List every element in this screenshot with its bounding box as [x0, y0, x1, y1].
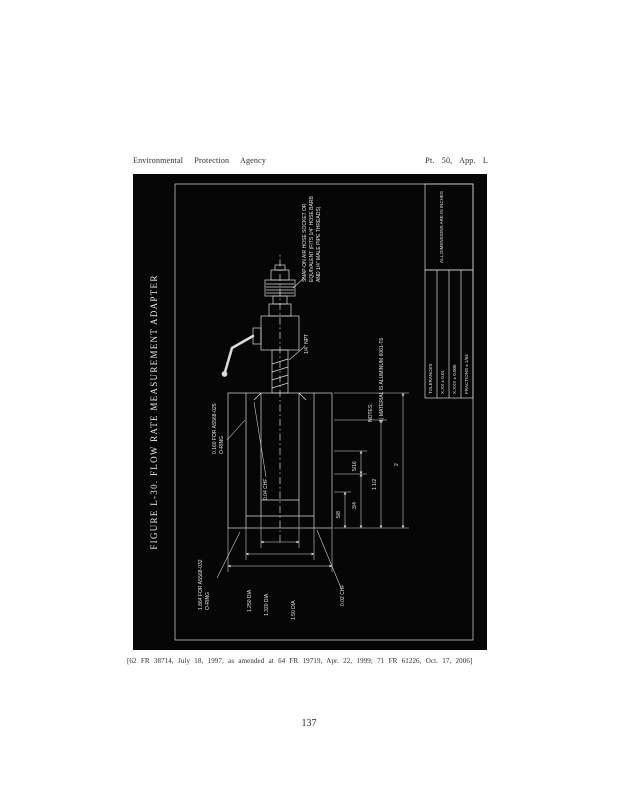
page-number: 137	[301, 718, 317, 729]
header-agency: Environmental Protection Agency	[133, 156, 267, 165]
socket-label-line3: AND 1/4" MALE PIPE THREADS)	[316, 206, 322, 282]
notes-heading: NOTES:	[368, 403, 374, 422]
titleblock-tolerances: TOLERANCES	[428, 363, 433, 394]
oring-a-label-line2: O-RING	[219, 435, 225, 454]
technical-drawing: FIGURE L-30. FLOW RATE MEASUREMENT ADAPT…	[133, 174, 487, 650]
titleblock-tol-frac: FRACTIONS ± 1/64	[464, 354, 469, 394]
npt-label: 1/4" NPT	[304, 333, 310, 354]
threaded-stem	[271, 349, 289, 394]
title-block-outline	[424, 183, 474, 399]
sheet-border	[174, 183, 474, 641]
header-part-reference: Pt. 50, App. L	[425, 156, 488, 165]
dim-3-4: 3/4	[352, 502, 358, 509]
dim-5-16: 5/16	[352, 461, 358, 471]
oring-a-label-line1: 0.160 FOR AS568-025	[212, 403, 218, 454]
dim-dia-1320: 1.320 DIA	[264, 593, 270, 616]
leader-lines	[216, 277, 342, 589]
dim-1-1-2: 1 1/2	[372, 478, 378, 490]
dim-dia-1250: 1.250 DIA	[247, 589, 253, 612]
running-header: Environmental Protection Agency Pt. 50, …	[133, 156, 488, 165]
dim-2: 2	[394, 463, 400, 466]
titleblock-units: ALL DIMENSIONS ARE IN INCHES	[439, 191, 444, 263]
oring-b-label-line1: 1.864 FOR AS568-032	[198, 559, 204, 610]
federal-register-citation: [62 FR 38714, July 18, 1997, as amended …	[127, 657, 473, 665]
chamfer-b-label: 0.02 CHF	[340, 584, 346, 606]
notes-material: 1) MATERIAL IS ALUMINUM 6061-T6	[379, 337, 385, 422]
oring-b-label-line2: O-RING	[205, 591, 211, 610]
titleblock-tol-xxx: X.XXX ± 0.005	[452, 364, 457, 395]
chamfer-a-label: 0.04 CHF	[263, 478, 269, 500]
valve-assembly	[221, 315, 300, 377]
dim-5-8: 5/8	[336, 511, 342, 518]
length-dimensions	[334, 392, 409, 529]
socket-label-line1: SNAP-ON AIR HOSE SOCKET OR	[302, 203, 308, 282]
figure-title: FIGURE L-30. FLOW RATE MEASUREMENT ADAPT…	[149, 274, 159, 550]
hose-socket-fittings	[264, 264, 296, 317]
socket-label-line2: EQUIVALENT (FITS 1/4" HOSE BARB	[309, 196, 315, 282]
drawing-linework	[174, 183, 474, 641]
figure-plate: FIGURE L-30. FLOW RATE MEASUREMENT ADAPT…	[133, 174, 487, 650]
titleblock-tol-xx: X.XX ± 0.01	[440, 370, 445, 394]
diameter-dimensions	[227, 516, 333, 572]
dim-dia-150: 1.50 DIA	[291, 600, 297, 620]
